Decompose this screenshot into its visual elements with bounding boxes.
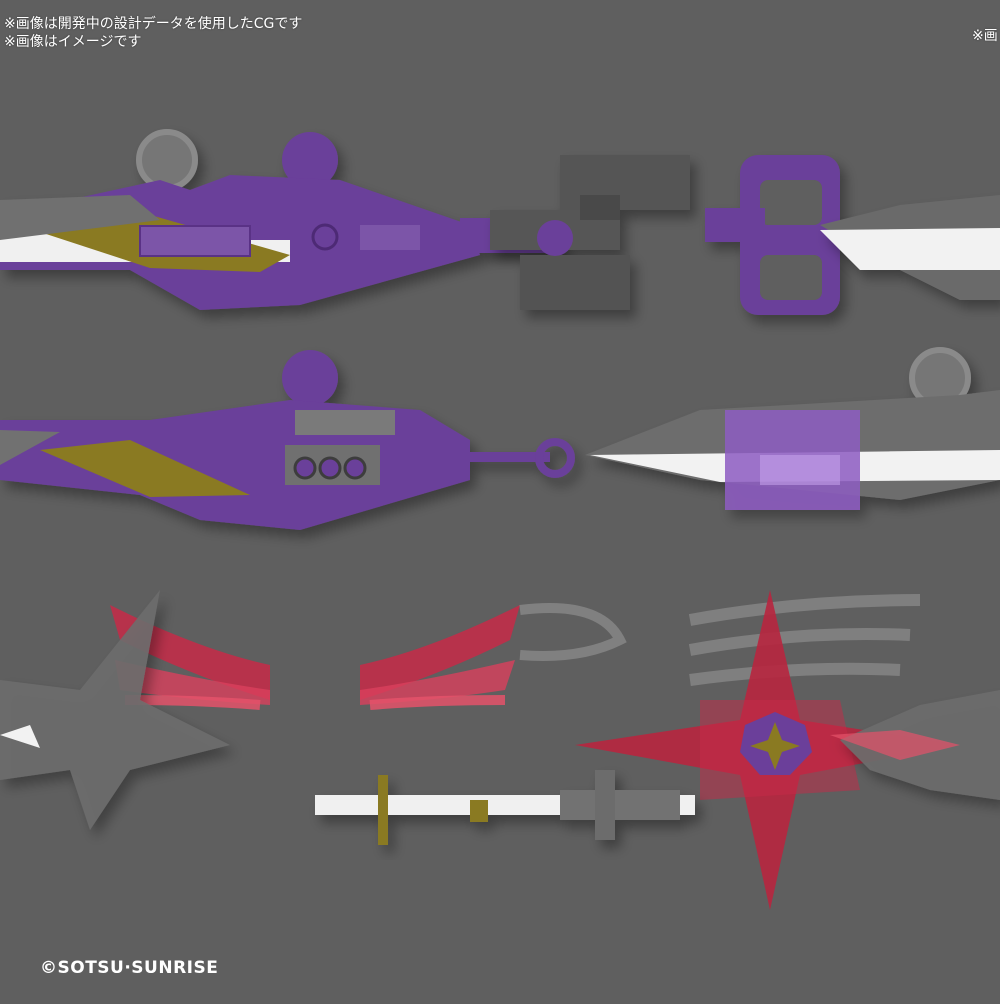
copyright-text: ©SOTSU·SUNRISE	[40, 958, 219, 978]
gray-grip-part	[490, 155, 690, 310]
gray-shuriken-left	[0, 590, 230, 830]
disclaimer-line-1: ※画像は開発中の設計データを使用したCGです	[4, 16, 303, 32]
red-star-emblem	[575, 590, 960, 910]
weapon-part-mid-left	[0, 350, 575, 530]
white-sword-part	[315, 770, 695, 845]
clear-effect-gray-right	[519, 594, 921, 686]
disclaimer-fragment-right: ※画	[972, 28, 998, 44]
purple-ring-part	[705, 155, 840, 315]
red-clear-effect-right	[360, 605, 520, 710]
weapon-part-top-left	[0, 129, 560, 310]
white-blade-mid-right	[585, 347, 1000, 510]
disclaimer-line-2: ※画像はイメージです	[4, 34, 142, 50]
gray-shuriken-right	[830, 690, 1000, 800]
white-blade-top-right	[820, 195, 1000, 300]
